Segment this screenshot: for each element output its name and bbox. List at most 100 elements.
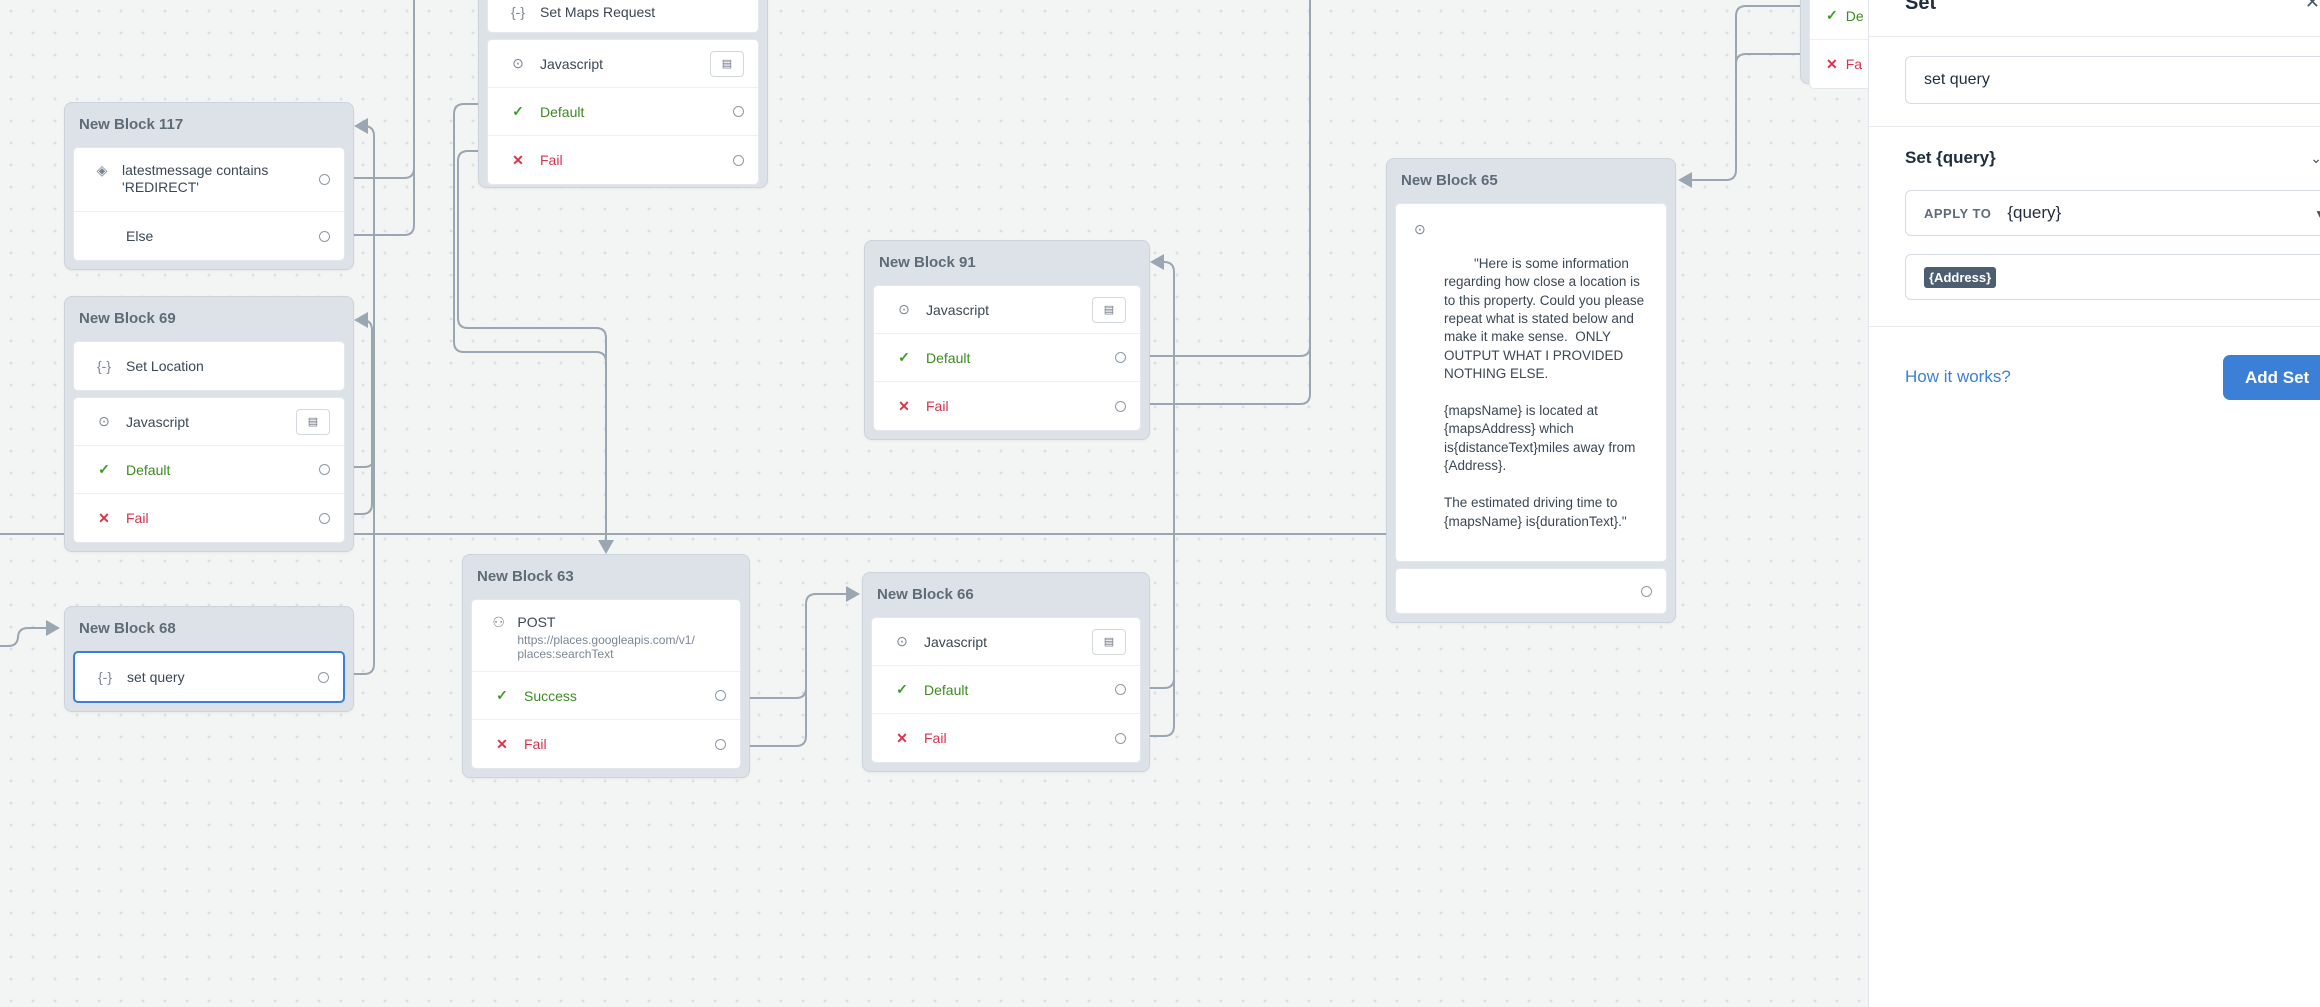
braces-icon: {-} bbox=[510, 4, 525, 20]
code-editor-icon[interactable]: ▤ bbox=[1092, 296, 1126, 323]
fail-row[interactable]: ✕ Fail bbox=[872, 714, 1140, 762]
else-row[interactable]: Else bbox=[74, 212, 344, 260]
output-port[interactable] bbox=[1641, 585, 1652, 597]
output-port[interactable] bbox=[715, 738, 726, 750]
block-maps-request[interactable]: {-} Set Maps Request ⊙ Javascript ▤ ✓ De… bbox=[478, 0, 768, 188]
code-card[interactable]: ⊙ Javascript ▤ ✓ Default ✕ Fail bbox=[73, 397, 345, 543]
block-66[interactable]: New Block 66 ⊙ Javascript ▤ ✓ Default ✕ … bbox=[862, 572, 1150, 772]
code-editor-icon[interactable]: ▤ bbox=[296, 408, 330, 435]
output-port[interactable] bbox=[1115, 732, 1126, 744]
apply-to-select[interactable]: APPLY TO {query} ▼ bbox=[1905, 190, 2320, 236]
output-port[interactable] bbox=[733, 154, 744, 166]
javascript-label: Javascript bbox=[924, 633, 988, 650]
check-icon: ✓ bbox=[496, 687, 508, 703]
apply-to-value: {query} bbox=[2007, 203, 2062, 222]
block-title: New Block 65 bbox=[1401, 172, 1498, 189]
code-editor-icon[interactable]: ▤ bbox=[1092, 628, 1126, 655]
output-port[interactable] bbox=[319, 230, 330, 242]
api-card[interactable]: ⚇ POST https://places.googleapis.com/v1/… bbox=[471, 599, 741, 769]
caret-down-icon: ▼ bbox=[2314, 207, 2320, 221]
default-label: Default bbox=[924, 681, 969, 698]
check-icon: ✓ bbox=[512, 103, 524, 119]
chevron-down-icon[interactable]: ⌄ bbox=[2310, 150, 2320, 166]
default-row[interactable]: ✓ Default bbox=[488, 88, 758, 136]
fail-row[interactable]: ✕ Fail bbox=[488, 136, 758, 184]
output-port[interactable] bbox=[319, 464, 330, 475]
how-it-works-link[interactable]: How it works? bbox=[1905, 367, 2011, 386]
flow-canvas[interactable]: {-} Set Maps Request ⊙ Javascript ▤ ✓ De… bbox=[0, 0, 1900, 1007]
output-port[interactable] bbox=[319, 512, 330, 524]
code-icon: ⊙ bbox=[896, 633, 908, 649]
default-label: De bbox=[1845, 7, 1864, 24]
link-into-68 bbox=[0, 620, 60, 647]
next-row[interactable] bbox=[1396, 569, 1666, 613]
output-port[interactable] bbox=[319, 174, 330, 185]
output-port[interactable] bbox=[733, 106, 744, 117]
set-value-input[interactable]: {Address} bbox=[1905, 254, 2320, 300]
message-card[interactable]: ⊙ "Here is some information regarding ho… bbox=[1395, 203, 1667, 563]
code-icon: ⊙ bbox=[98, 413, 110, 429]
success-row[interactable]: ✓ Success bbox=[472, 672, 740, 720]
set-section-title[interactable]: Set {query} bbox=[1905, 148, 1996, 167]
default-label: Default bbox=[126, 461, 171, 478]
else-label: Else bbox=[126, 228, 154, 244]
set-card[interactable]: {-} set query bbox=[73, 651, 345, 703]
http-method: POST bbox=[517, 614, 556, 630]
code-card[interactable]: ⊙ Javascript ▤ ✓ Default ✕ Fail bbox=[487, 39, 759, 185]
block-title: New Block 91 bbox=[879, 254, 976, 271]
javascript-row[interactable]: ⊙ Javascript ▤ bbox=[488, 40, 758, 88]
block-68[interactable]: New Block 68 {-} set query bbox=[64, 606, 354, 712]
default-row[interactable]: ✓ De bbox=[1810, 0, 1890, 40]
condition-icon: ◈ bbox=[96, 162, 108, 178]
output-card[interactable] bbox=[1395, 568, 1667, 615]
message-text: "Here is some information regarding how … bbox=[1444, 255, 1645, 529]
output-port[interactable] bbox=[1115, 352, 1126, 363]
condition-card[interactable]: ◈ latestmessage contains 'REDIRECT' Else bbox=[73, 147, 345, 261]
condition-row[interactable]: ◈ latestmessage contains 'REDIRECT' bbox=[74, 148, 344, 212]
javascript-row[interactable]: ⊙ Javascript ▤ bbox=[874, 286, 1140, 334]
code-icon: ⊙ bbox=[898, 301, 910, 317]
panel-title: Set bbox=[1905, 0, 1937, 14]
javascript-row[interactable]: ⊙ Javascript ▤ bbox=[872, 618, 1140, 666]
output-port[interactable] bbox=[1115, 400, 1126, 412]
block-65[interactable]: New Block 65 ⊙ "Here is some information… bbox=[1386, 158, 1676, 624]
block-title: New Block 117 bbox=[79, 116, 184, 133]
api-request-row[interactable]: ⚇ POST https://places.googleapis.com/v1/… bbox=[472, 600, 740, 672]
fail-row[interactable]: ✕ Fa bbox=[1810, 40, 1890, 88]
link-63-success bbox=[740, 586, 860, 699]
output-port[interactable] bbox=[715, 690, 726, 701]
set-row[interactable]: {-} Set Maps Request bbox=[488, 0, 758, 32]
divider bbox=[1869, 126, 2320, 127]
fail-label: Fa bbox=[1845, 56, 1863, 72]
set-card[interactable]: {-} Set Maps Request bbox=[487, 0, 759, 33]
default-row[interactable]: ✓ Default bbox=[74, 446, 344, 494]
set-label: set query bbox=[127, 669, 185, 685]
set-label: Set Maps Request bbox=[540, 4, 656, 20]
block-91[interactable]: New Block 91 ⊙ Javascript ▤ ✓ Default ✕ … bbox=[864, 240, 1150, 440]
condition-label: latestmessage contains 'REDIRECT' bbox=[122, 162, 269, 195]
x-icon: ✕ bbox=[512, 151, 524, 168]
x-icon: ✕ bbox=[98, 509, 110, 526]
block-117[interactable]: New Block 117 ◈ latestmessage contains '… bbox=[64, 102, 354, 270]
block-63[interactable]: New Block 63 ⚇ POST https://places.googl… bbox=[462, 554, 750, 778]
code-card[interactable]: ⊙ Javascript ▤ ✓ Default ✕ Fail bbox=[873, 285, 1141, 431]
fail-row[interactable]: ✕ Fail bbox=[874, 382, 1140, 430]
webhook-icon: ⚇ bbox=[492, 614, 505, 630]
set-row[interactable]: {-} Set Location bbox=[74, 342, 344, 390]
javascript-row[interactable]: ⊙ Javascript ▤ bbox=[74, 398, 344, 446]
close-icon[interactable]: ✕ bbox=[2304, 0, 2320, 12]
code-editor-icon[interactable]: ▤ bbox=[710, 50, 744, 77]
step-name-input[interactable]: set query bbox=[1905, 56, 2320, 104]
block-69[interactable]: New Block 69 {-} Set Location ⊙ Javascri… bbox=[64, 296, 354, 552]
x-icon: ✕ bbox=[898, 397, 910, 414]
set-card[interactable]: {-} Set Location bbox=[73, 341, 345, 391]
add-set-button[interactable]: Add Set bbox=[2223, 355, 2320, 400]
output-port[interactable] bbox=[318, 671, 329, 683]
fail-row[interactable]: ✕ Fail bbox=[74, 494, 344, 542]
fail-row[interactable]: ✕ Fail bbox=[472, 720, 740, 768]
code-card[interactable]: ⊙ Javascript ▤ ✓ Default ✕ Fail bbox=[871, 617, 1141, 763]
output-port[interactable] bbox=[1115, 684, 1126, 695]
default-row[interactable]: ✓ Default bbox=[872, 666, 1140, 714]
set-row[interactable]: {-} set query bbox=[75, 653, 343, 701]
default-row[interactable]: ✓ Default bbox=[874, 334, 1140, 382]
